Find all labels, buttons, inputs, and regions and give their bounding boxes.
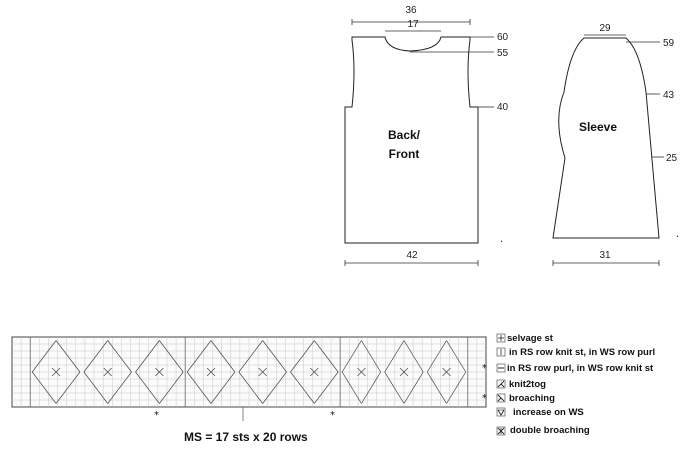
motif-stroke (442, 367, 451, 377)
motif-stroke (258, 367, 267, 377)
chart-row-marker-1: * (482, 363, 487, 374)
legend-selvage-st: selvage st (507, 333, 554, 344)
motif-stroke (262, 340, 287, 373)
sleeve-base-marker: · (676, 232, 679, 243)
motif-stroke (55, 371, 81, 404)
back-neck-height: 55 (497, 48, 509, 59)
legend-broaching: broaching (509, 393, 555, 404)
back-front-label-1: Back/ (388, 128, 421, 142)
motif-stroke (155, 367, 164, 377)
motif-stroke (83, 371, 108, 404)
legend-rs-purl: in RS row purl, in WS row knit st (507, 363, 654, 374)
motif-stroke (357, 367, 366, 377)
motif-stroke (290, 340, 315, 373)
back-neck-width: 17 (407, 19, 419, 30)
motif-stroke (426, 371, 447, 404)
sleeve-piece: 29 59 43 25 · Sleeve 31 (552, 23, 679, 266)
motif-stroke (135, 340, 160, 373)
motif-stroke (290, 371, 315, 404)
legend: selvage st in RS row knit st, in WS row … (496, 333, 655, 436)
legend-k2tog: knit2tog (509, 379, 546, 390)
rs-purl-icon (496, 363, 506, 373)
motif-stroke (210, 371, 236, 404)
motif-stroke (135, 371, 160, 404)
sleeve-top-width: 29 (599, 23, 611, 34)
legend-increase-ws: increase on WS (513, 407, 584, 418)
motif-stroke (262, 371, 287, 404)
back-bottom-width: 42 (406, 250, 418, 261)
motif-stroke (310, 367, 319, 377)
motif-stroke (31, 340, 57, 373)
motif-stroke (403, 371, 424, 404)
motif-stroke (426, 340, 447, 373)
motif-stroke (384, 371, 405, 404)
motif-stroke (399, 367, 409, 377)
motif-stroke (403, 340, 424, 373)
motif-stroke (159, 340, 184, 373)
sleeve-mid-height: 25 (666, 153, 678, 164)
motif-stroke (446, 371, 467, 404)
motif-stroke (361, 340, 381, 373)
back-top-width: 36 (405, 5, 417, 16)
motif-stroke (210, 340, 236, 373)
motif-stroke (341, 371, 362, 404)
sleeve-underarm-height: 43 (663, 90, 675, 101)
motif-stroke (446, 340, 467, 373)
motif-stroke (51, 367, 61, 377)
motif-stroke (206, 367, 216, 377)
chart-row-marker-2: * (482, 393, 487, 404)
chart-col-marker-2: * (330, 410, 335, 421)
motif-stroke (55, 340, 81, 373)
motif-stroke (341, 340, 362, 373)
legend-rs-knit: in RS row knit st, in WS row purl (509, 347, 655, 358)
chart-caption: MS = 17 sts x 20 rows (184, 430, 308, 444)
selvage-st-icon (496, 333, 506, 343)
sleeve-bottom-width: 31 (599, 250, 611, 261)
legend-double-broaching: double broaching (510, 425, 590, 436)
back-front-piece: 36 17 60 55 40 · Back/ Front 42 (344, 5, 509, 266)
k2tog-icon (496, 379, 506, 389)
motif-stroke (31, 371, 57, 404)
motif-stroke (103, 367, 112, 377)
motif-stroke (238, 371, 263, 404)
stitch-chart: * * * * MS = 17 sts x 20 rows (11, 336, 487, 444)
back-base-marker: · (500, 237, 503, 248)
back-shoulder-height: 60 (497, 32, 509, 43)
increase-ws-icon (496, 407, 506, 417)
motif-stroke (159, 371, 184, 404)
motif-stroke (186, 340, 212, 373)
motif-stroke (314, 371, 339, 404)
broaching-icon (496, 393, 506, 403)
sleeve-label: Sleeve (579, 120, 617, 134)
chart-col-marker-1: * (154, 410, 159, 421)
motif-stroke (83, 340, 108, 373)
chart-motifs (31, 340, 467, 404)
chart-grid (12, 337, 486, 407)
motif-stroke (361, 371, 381, 404)
rs-knit-icon (496, 347, 506, 357)
back-front-label-2: Front (389, 147, 420, 161)
motif-stroke (384, 340, 405, 373)
back-armhole-height: 40 (497, 102, 509, 113)
motif-stroke (238, 340, 263, 373)
motif-stroke (107, 371, 132, 404)
motif-stroke (186, 371, 212, 404)
sleeve-cap-height: 59 (663, 38, 675, 49)
motif-stroke (314, 340, 339, 373)
motif-stroke (107, 340, 132, 373)
double-broaching-icon (496, 426, 506, 436)
